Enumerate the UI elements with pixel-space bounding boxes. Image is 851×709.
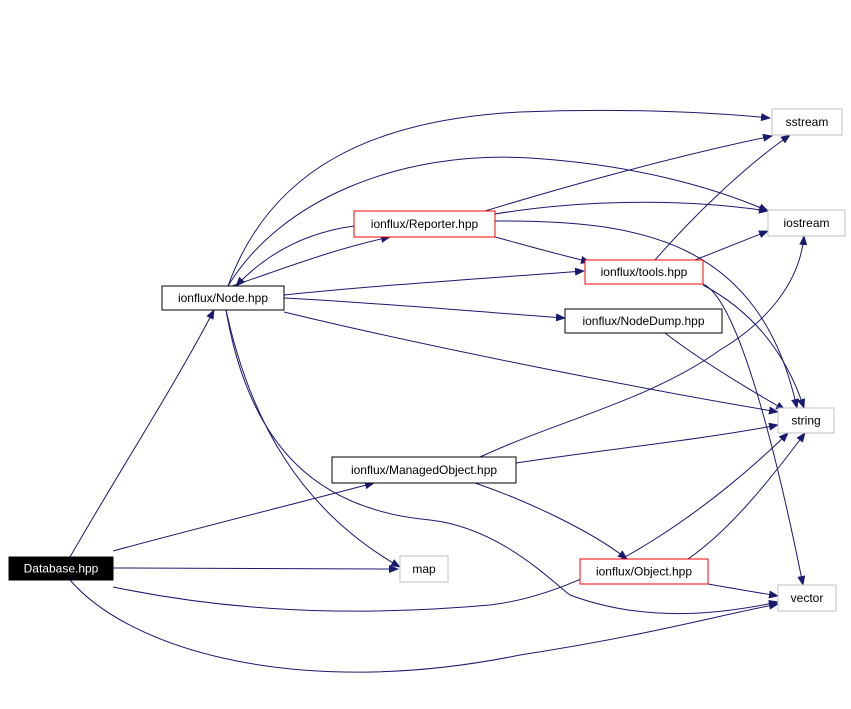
node-label-managed: ionflux/ManagedObject.hpp <box>351 463 497 477</box>
node-box-sstream <box>771 108 843 136</box>
node-label-iostream: iostream <box>783 216 829 230</box>
node-label-tools: ionflux/tools.hpp <box>601 265 688 279</box>
node-node[interactable]: ionflux/Node.hpp <box>161 285 285 311</box>
edge-object-to-string <box>687 432 806 560</box>
node-label-map: map <box>412 562 436 576</box>
node-box-map <box>399 555 449 583</box>
edge-managed-to-string <box>515 422 779 464</box>
edge-node-to-tools <box>283 267 585 296</box>
node-box-tools <box>584 259 704 285</box>
edge-reporter-to-iostream <box>494 201 769 215</box>
node-tools[interactable]: ionflux/tools.hpp <box>584 259 704 285</box>
edge-reporter-to-tools <box>494 236 591 264</box>
edge-database-to-vector <box>69 579 779 673</box>
node-box-managed <box>331 456 517 484</box>
node-box-reporter <box>353 210 496 238</box>
edge-node-to-vector <box>225 309 779 615</box>
node-label-nodedump: ionflux/NodeDump.hpp <box>582 314 704 328</box>
node-box-node <box>161 285 285 311</box>
node-box-nodedump <box>564 308 723 334</box>
edge-node-to-sstream <box>227 109 771 287</box>
edge-reporter-to-string <box>494 220 799 409</box>
edge-tools-to-string <box>702 284 805 409</box>
node-box-string <box>777 407 835 434</box>
edge-object-to-vector <box>707 583 779 599</box>
node-label-node: ionflux/Node.hpp <box>178 291 268 305</box>
edge-database-to-node <box>69 309 215 558</box>
edge-node-to-map <box>225 309 401 568</box>
edge-reporter-to-node <box>235 225 355 287</box>
node-iostream[interactable]: iostream <box>767 209 846 237</box>
node-box-object <box>579 558 709 585</box>
edge-node-to-string <box>283 311 779 415</box>
node-label-vector: vector <box>791 591 824 605</box>
edge-node-to-nodedump <box>283 297 566 322</box>
edge-database-to-string <box>112 432 789 612</box>
edge-reporter-to-sstream <box>484 133 773 212</box>
edges-layer <box>69 109 808 673</box>
edge-node-to-reporter <box>231 234 391 287</box>
edge-database-to-managed <box>112 481 375 552</box>
node-nodedump[interactable]: ionflux/NodeDump.hpp <box>564 308 723 334</box>
node-label-database: Database.hpp <box>24 562 99 576</box>
nodes-layer: Database.hpp ionflux/Node.hpp ionflux/Repo… <box>8 108 846 612</box>
edge-managed-to-object <box>474 482 628 560</box>
edge-node-to-iostream <box>227 156 769 287</box>
node-object[interactable]: ionflux/Object.hpp <box>579 558 709 585</box>
node-label-string: string <box>791 414 820 428</box>
node-database[interactable]: Database.hpp <box>8 556 114 581</box>
node-string[interactable]: string <box>777 407 835 434</box>
edge-tools-to-vector <box>702 283 806 586</box>
node-vector[interactable]: vector <box>777 584 837 612</box>
node-label-sstream: sstream <box>786 115 829 129</box>
node-label-reporter: ionflux/Reporter.hpp <box>371 217 479 231</box>
edge-nodedump-to-string <box>664 332 786 411</box>
edge-tools-to-sstream <box>654 134 791 261</box>
edge-managed-to-iostream <box>479 235 808 458</box>
edge-tools-to-iostream <box>694 230 769 261</box>
node-box-iostream <box>767 209 846 237</box>
node-box-database <box>8 556 114 581</box>
node-map[interactable]: map <box>399 555 449 583</box>
node-reporter[interactable]: ionflux/Reporter.hpp <box>353 210 496 238</box>
node-managed[interactable]: ionflux/ManagedObject.hpp <box>331 456 517 484</box>
node-box-vector <box>777 584 837 612</box>
node-label-object: ionflux/Object.hpp <box>596 565 692 579</box>
edge-database-to-map <box>112 564 399 573</box>
node-sstream[interactable]: sstream <box>771 108 843 136</box>
